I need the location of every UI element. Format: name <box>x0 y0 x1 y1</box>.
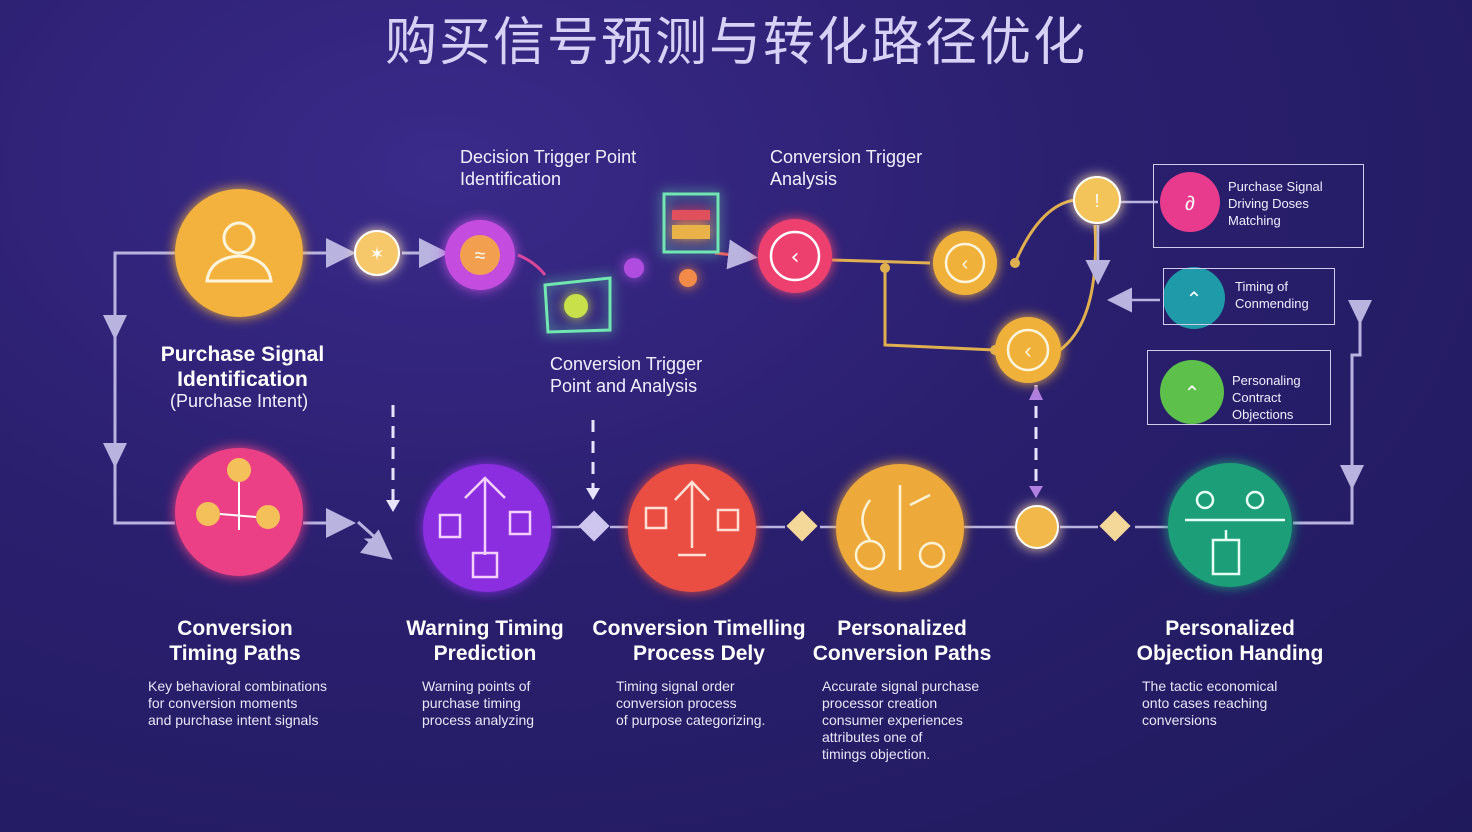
small-gem-icon <box>624 258 697 287</box>
path-icon <box>854 485 946 571</box>
card-icon-top <box>662 192 720 254</box>
lock-tree-icon <box>438 476 532 579</box>
side-icon-1 <box>1160 172 1220 232</box>
svg-text:‹: ‹ <box>1024 338 1031 363</box>
user-icon <box>205 221 273 283</box>
side-box-objections <box>1147 350 1331 425</box>
diamond-2 <box>786 510 818 542</box>
svg-text:!: ! <box>1094 191 1099 211</box>
side-icon-3 <box>1160 360 1224 424</box>
lock-branch-icon <box>644 480 740 557</box>
left-down-arrow-1 <box>103 315 127 340</box>
svg-text:≈: ≈ <box>475 245 486 267</box>
network-icon <box>196 458 280 530</box>
decision-node <box>445 220 515 290</box>
side-box-timing <box>1163 268 1335 325</box>
card-icon-left <box>543 276 612 334</box>
purchase-signal-subtitle: (Purchase Intent) <box>170 391 309 411</box>
page-title: 购买信号预测与转化路径优化 <box>384 13 1087 73</box>
small-node-star <box>354 230 400 276</box>
svg-text:∂: ∂ <box>1185 193 1195 215</box>
diamond-3 <box>1099 510 1131 542</box>
conversion-trigger-node <box>758 219 832 293</box>
alert-node <box>1073 176 1121 224</box>
stage-node-5 <box>1168 463 1292 587</box>
svg-text:‹: ‹ <box>962 253 969 275</box>
diamond-1 <box>578 510 610 542</box>
yellow-node-1 <box>933 231 997 295</box>
stage-node-2 <box>423 464 551 592</box>
people-icon <box>1185 490 1285 576</box>
svg-text:⌃: ⌃ <box>1186 289 1203 311</box>
svg-text:⌃: ⌃ <box>1184 383 1201 405</box>
yellow-node-2 <box>995 317 1061 383</box>
side-box-purchase-signal <box>1153 164 1364 248</box>
left-down-arrow-2 <box>103 443 127 468</box>
svg-text:‹: ‹ <box>791 245 800 270</box>
flame-node <box>1015 505 1059 549</box>
svg-text:✶: ✶ <box>369 244 384 265</box>
left-loop-line <box>113 251 175 525</box>
side-icon-2 <box>1163 267 1225 329</box>
